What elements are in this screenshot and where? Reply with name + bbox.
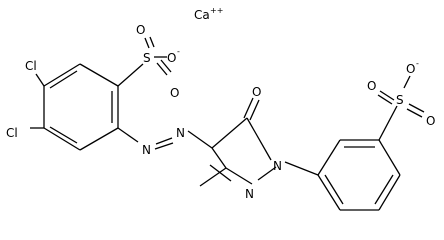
sulfonyl-double-bond xyxy=(149,36,155,48)
ring-bond xyxy=(211,117,248,149)
ring-bond xyxy=(378,174,401,211)
azo-nitrogen-1: N xyxy=(142,143,151,157)
phenyl-ring xyxy=(284,139,401,211)
phenyl-attachment-bond xyxy=(284,161,319,176)
azo-double-bond xyxy=(154,142,174,150)
sulfonyl-double-bond xyxy=(156,62,168,76)
ring-bond xyxy=(225,167,253,185)
sulfur-left: S xyxy=(143,51,151,65)
oxygen-right-charge: - xyxy=(416,59,419,68)
ring-double-bond xyxy=(49,70,78,89)
ring-bond xyxy=(79,127,119,151)
ring-double-bond xyxy=(374,174,394,205)
methyl-bond xyxy=(199,167,227,187)
carbonyl-double-bond xyxy=(243,97,254,119)
ring-double-bond xyxy=(49,126,78,144)
sulfonyl-double-bond xyxy=(144,37,150,49)
ring-bond xyxy=(257,166,277,181)
sulfur-bond xyxy=(117,63,144,87)
azo-bond xyxy=(117,127,139,143)
oxygen-left-charge: - xyxy=(177,47,180,56)
sulfonyl-double-bond xyxy=(160,59,172,73)
oxygen-left-lower: O xyxy=(170,86,179,100)
ring-bond xyxy=(79,63,119,87)
calcium-symbol: Ca xyxy=(194,8,210,22)
azo-bond xyxy=(187,130,213,149)
chlorine-upper: Cl xyxy=(25,59,37,73)
chemical-structure-diagram: Ca ++ Cl Cl S O O O - N N xyxy=(6,6,435,211)
chlorine-bond xyxy=(35,73,45,87)
oxygen-right-left: O xyxy=(367,79,376,93)
pyrazole-nitrogen-2: N xyxy=(245,187,254,201)
azo-nitrogen-2: N xyxy=(176,126,185,140)
oxygen-right-anion: O xyxy=(406,62,415,76)
sulfur-right: S xyxy=(396,93,404,107)
azo-linkage: N N xyxy=(117,126,213,157)
calcium-counter-ion: Ca ++ xyxy=(194,6,223,22)
ring-bond xyxy=(317,139,341,176)
azo-double-bond xyxy=(155,137,173,145)
ring-bond xyxy=(317,174,341,211)
sulfonyl-double-bond xyxy=(408,103,425,113)
ring-bond xyxy=(246,117,272,161)
ring-bond xyxy=(211,147,227,169)
sulfonate-group-left: S O O O - xyxy=(117,23,180,100)
pyrazolone-ring: N N xyxy=(209,117,282,201)
ring-bond xyxy=(43,63,81,87)
oxygen-left-anion: O xyxy=(167,51,176,65)
sulfonyl-double-bond xyxy=(377,94,393,105)
dichlorobenzene-ring xyxy=(43,63,119,151)
sulfonyl-double-bond xyxy=(406,108,423,118)
oxygen-right-lower: O xyxy=(426,114,435,128)
calcium-charge: ++ xyxy=(210,6,223,15)
ring-bond xyxy=(43,127,81,151)
carbonyl-double-bond xyxy=(249,99,260,121)
sulfur-bond xyxy=(378,105,398,141)
ring-double-bond xyxy=(324,174,344,205)
chlorine-lower: Cl xyxy=(6,126,18,140)
ring-double-bond xyxy=(209,164,232,182)
oxygen-left-upper: O xyxy=(136,23,145,37)
sulfonate-group-right: S O O O - xyxy=(367,59,435,141)
ring-bond xyxy=(378,139,401,176)
carbonyl-oxygen: O xyxy=(252,85,261,99)
sulfonyl-double-bond xyxy=(379,90,395,101)
sulfonate-single-bond xyxy=(403,75,411,89)
pyrazole-nitrogen-1: N xyxy=(273,159,282,173)
